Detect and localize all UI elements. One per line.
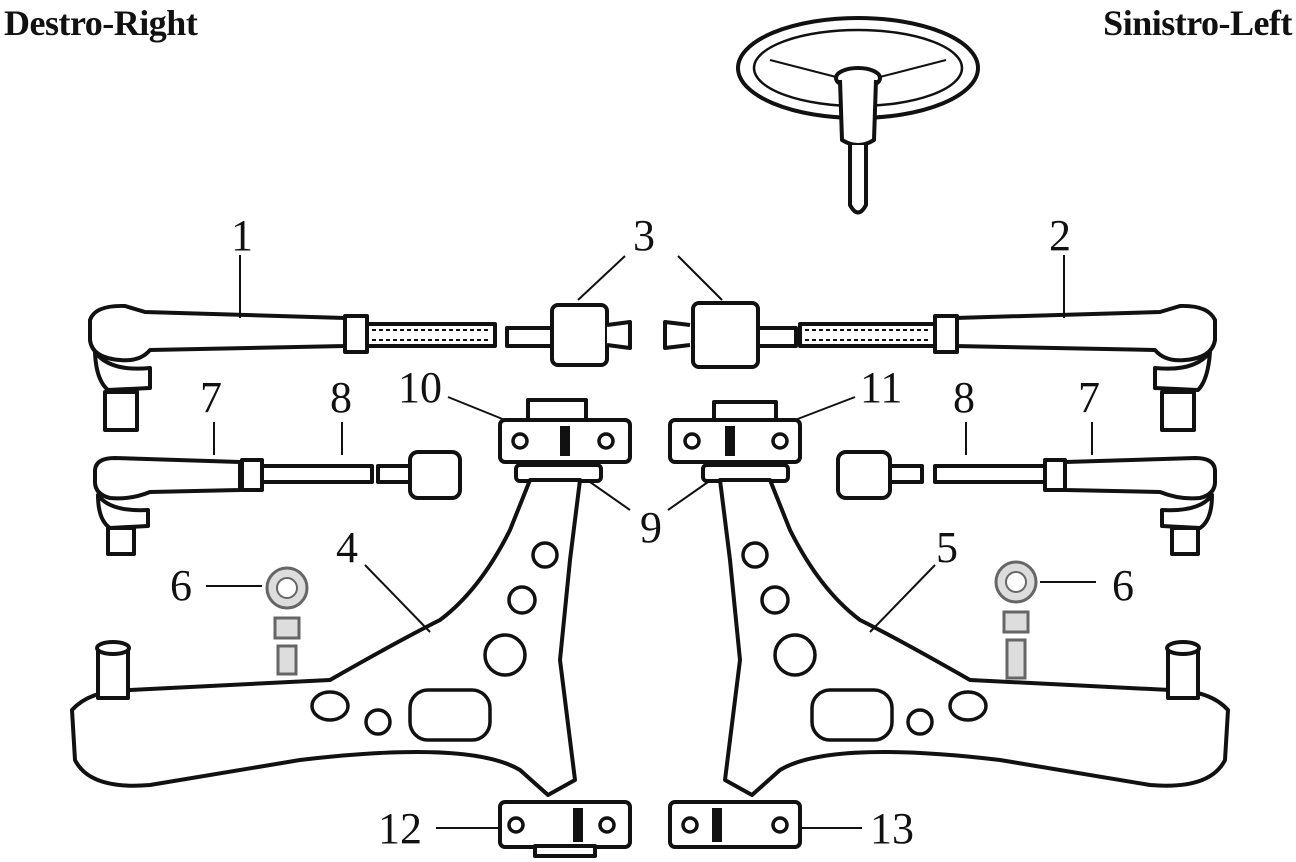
- bushing-bracket-12: [498, 800, 632, 858]
- steering-wheel-illustration: [736, 16, 980, 215]
- stabilizer-link-6-right: [994, 560, 1038, 680]
- callout-9: 9: [640, 503, 662, 552]
- callout-3: 3: [633, 211, 655, 260]
- stabilizer-link-6-left: [265, 566, 309, 676]
- bushing-bracket-11: [668, 400, 802, 464]
- callout-13: 13: [870, 804, 914, 853]
- tie-rod-short-left-illustration: [92, 450, 462, 556]
- callout-8-left: 8: [330, 373, 352, 422]
- inner-tie-rod-joint-left: [505, 303, 632, 367]
- callout-6-right: 6: [1112, 561, 1134, 610]
- control-arm-5-illustration: [718, 478, 1230, 797]
- inner-tie-rod-joint-right: [663, 301, 798, 369]
- tie-rod-1-illustration: [88, 303, 497, 432]
- bushing-bracket-10: [498, 398, 632, 464]
- callout-12: 12: [378, 804, 422, 853]
- callout-7-right: 7: [1078, 373, 1100, 422]
- callout-1: 1: [231, 211, 253, 260]
- callout-4: 4: [336, 523, 358, 572]
- callout-5: 5: [936, 523, 958, 572]
- callout-2: 2: [1049, 211, 1071, 260]
- callout-7-left: 7: [200, 373, 222, 422]
- tie-rod-2-illustration: [798, 303, 1217, 432]
- leader-lines: [206, 255, 1096, 829]
- bushing-bracket-13: [668, 800, 802, 849]
- callout-8-right: 8: [953, 373, 975, 422]
- title-right-side: Destro-Right: [4, 3, 198, 43]
- callout-10: 10: [398, 363, 442, 412]
- title-left-side: Sinistro-Left: [1103, 3, 1292, 43]
- callout-11: 11: [860, 363, 902, 412]
- tie-rod-short-right-illustration: [836, 450, 1218, 556]
- control-arm-4-illustration: [70, 478, 582, 797]
- callout-6-left: 6: [170, 561, 192, 610]
